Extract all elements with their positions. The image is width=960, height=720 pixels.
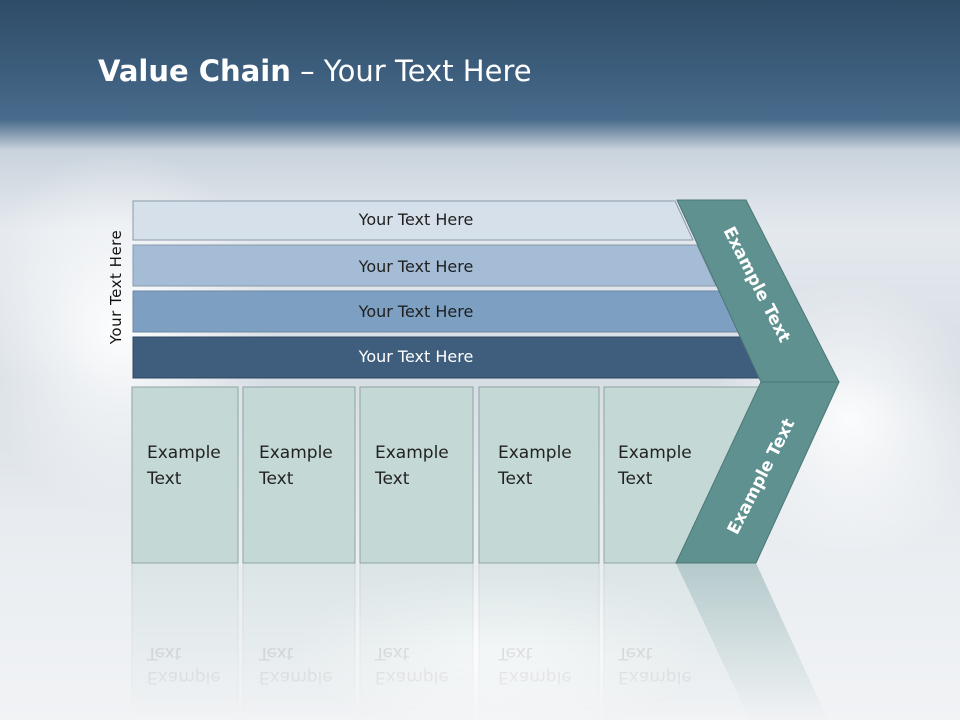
title-bold: Value Chain	[98, 54, 291, 88]
reflection-text-10: Text	[617, 643, 653, 663]
activity-box-5: Example Text	[603, 386, 762, 564]
row-bar-1: Your Text Here	[132, 200, 694, 241]
box-5-line-1: Example	[618, 443, 692, 463]
activity-box-1: Example Text	[131, 386, 239, 564]
reflection-text-8: Text	[497, 643, 533, 663]
reflection-text-2: Text	[146, 643, 182, 663]
row-label-2: Your Text Here	[358, 257, 474, 276]
box-2-line-2: Text	[258, 469, 294, 489]
activity-box-4: Example Text	[478, 386, 600, 564]
row-label-4: Your Text Here	[358, 347, 474, 366]
title-rest: – Your Text Here	[290, 54, 532, 88]
reflection-text-3: Example	[259, 667, 333, 687]
reflection-text-9: Example	[618, 667, 692, 687]
box-4-line-2: Text	[497, 469, 533, 489]
reflection-text-5: Example	[375, 667, 449, 687]
box-1-line-2: Text	[146, 469, 182, 489]
page-title: Value Chain – Your Text Here	[98, 54, 532, 88]
activity-box-2: Example Text	[242, 386, 356, 564]
reflection-text-1: Example	[147, 667, 221, 687]
box-2-line-1: Example	[259, 443, 333, 463]
row-bar-4: Your Text Here	[132, 336, 764, 379]
box-5-line-2: Text	[617, 469, 653, 489]
row-bar-3: Your Text Here	[132, 290, 740, 333]
chevron-lower-arm	[675, 381, 840, 564]
box-3-line-1: Example	[375, 443, 449, 463]
row-bar-2: Your Text Here	[132, 244, 717, 287]
row-label-1: Your Text Here	[358, 210, 474, 229]
box-3-line-2: Text	[374, 469, 410, 489]
reflection-text-6: Text	[374, 643, 410, 663]
reflection-text-4: Text	[258, 643, 294, 663]
box-4-line-1: Example	[498, 443, 572, 463]
box-1-line-1: Example	[147, 443, 221, 463]
row-label-3: Your Text Here	[358, 302, 474, 321]
reflection-text-7: Example	[498, 667, 572, 687]
reflection: Example Text Example Text Example Text E…	[131, 562, 828, 720]
activity-box-3: Example Text	[359, 386, 474, 564]
